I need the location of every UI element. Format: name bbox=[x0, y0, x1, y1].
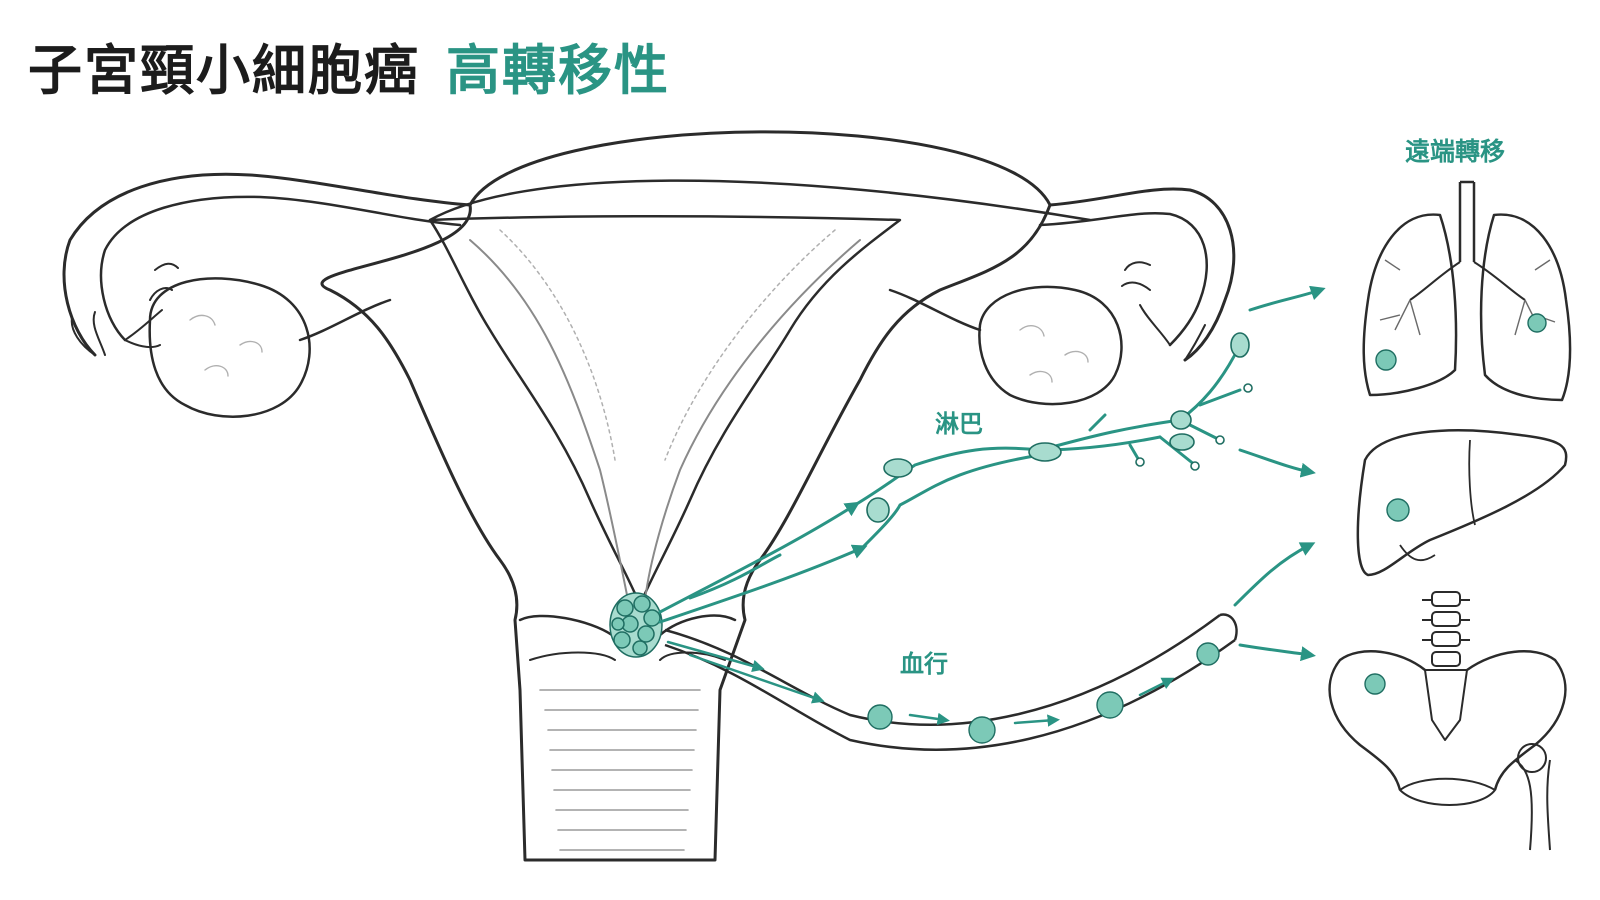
page-title: 子宮頸小細胞癌高轉移性 bbox=[28, 26, 670, 105]
blood-vessel bbox=[664, 613, 1238, 751]
title-main: 子宮頸小細胞癌 bbox=[28, 39, 420, 102]
ovary-left bbox=[148, 277, 311, 418]
blood-arrows bbox=[666, 542, 1316, 727]
label-lymph: 淋巴 bbox=[935, 410, 983, 438]
uterus-illustration bbox=[62, 130, 1236, 862]
lymphatic-route bbox=[658, 285, 1326, 624]
liver-icon bbox=[1356, 429, 1568, 577]
ovary-right bbox=[978, 285, 1123, 406]
lungs-icon bbox=[1362, 180, 1572, 402]
pelvis-bone-icon bbox=[1328, 591, 1567, 851]
tumor-cluster-icon bbox=[609, 592, 663, 658]
circulating-tumor-cells bbox=[867, 642, 1220, 744]
lymph-nodes bbox=[866, 332, 1253, 523]
label-distant: 遠端轉移 bbox=[1405, 137, 1505, 166]
label-blood: 血行 bbox=[900, 650, 948, 678]
title-accent: 高轉移性 bbox=[446, 39, 670, 102]
